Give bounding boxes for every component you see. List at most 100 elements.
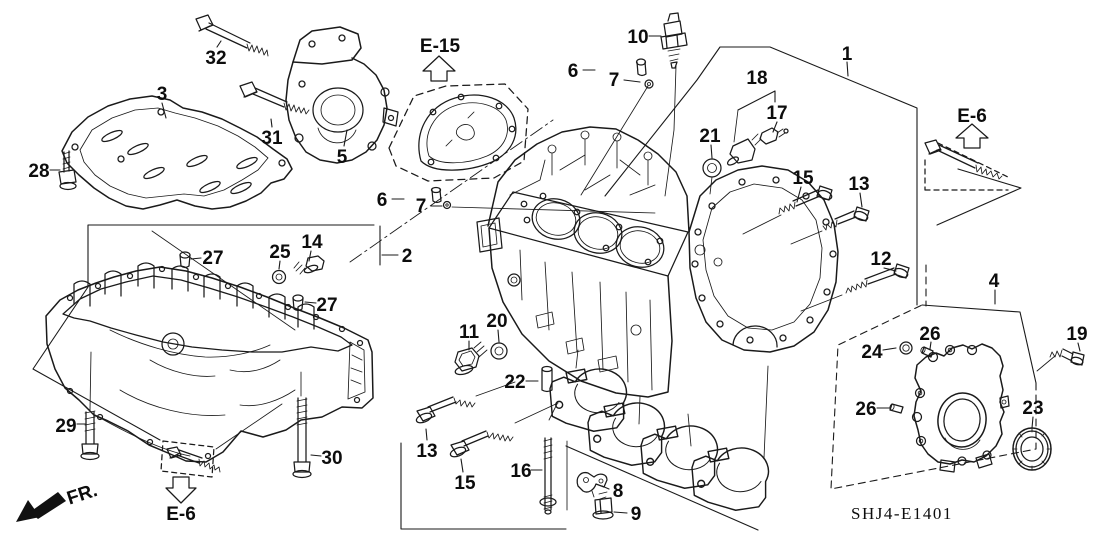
callout-leader-14 bbox=[308, 250, 312, 262]
e6-bottom-label: E-6 bbox=[166, 504, 196, 525]
callout-leader-24 bbox=[882, 347, 897, 351]
clip-27-right-drawing bbox=[292, 294, 304, 312]
callout-leader-20 bbox=[497, 329, 500, 343]
oil-pan-drawing bbox=[45, 262, 374, 463]
callout-23: 23 bbox=[1022, 398, 1043, 419]
washer-25-drawing bbox=[271, 269, 287, 285]
dowel-26-lower-drawing bbox=[889, 403, 904, 414]
callout-30: 30 bbox=[321, 448, 342, 469]
drain-bolt-11-drawing bbox=[454, 341, 488, 376]
bolt-32-drawing bbox=[195, 14, 269, 57]
bolt-15-lower-drawing bbox=[449, 402, 559, 458]
callout-leader-17 bbox=[772, 121, 778, 133]
callout-10: 10 bbox=[627, 27, 648, 48]
callout-13: 13 bbox=[848, 174, 869, 195]
callout-9: 9 bbox=[631, 504, 642, 525]
dowel-22-drawing bbox=[541, 365, 553, 393]
bearing-cap bbox=[587, 402, 666, 466]
callout-31: 31 bbox=[261, 128, 283, 149]
front-arrow-icon bbox=[16, 500, 40, 522]
callout-22: 22 bbox=[504, 372, 525, 393]
oring-24-drawing bbox=[899, 341, 913, 355]
callout-leader-5 bbox=[343, 129, 348, 147]
callout-12: 12 bbox=[870, 249, 891, 270]
callout-2: 2 bbox=[402, 246, 413, 267]
callout-leader-23 bbox=[1031, 416, 1034, 429]
up-arrow-icon bbox=[422, 55, 456, 82]
clamp-8-drawing bbox=[576, 471, 608, 498]
callout-7: 7 bbox=[609, 70, 620, 91]
callout-13: 13 bbox=[416, 441, 437, 462]
washer-21-drawing bbox=[702, 158, 722, 178]
callout-26: 26 bbox=[919, 324, 940, 345]
plug-14-drawing bbox=[293, 255, 325, 275]
bearing-cap bbox=[691, 447, 770, 511]
callout-leader-12 bbox=[883, 267, 897, 272]
callout-20: 20 bbox=[486, 311, 507, 332]
water-passage-drawing bbox=[285, 26, 399, 164]
group-boundary-cylinder-block bbox=[604, 46, 918, 306]
callout-leader-8 bbox=[601, 485, 610, 490]
bolt-13-upper-drawing bbox=[790, 206, 870, 245]
insertion-lines bbox=[451, 65, 739, 214]
dowel-26-upper-drawing bbox=[920, 346, 934, 358]
callout-27: 27 bbox=[202, 248, 223, 269]
bolt-19-drawing bbox=[1036, 348, 1085, 372]
bolt-30-drawing bbox=[292, 371, 312, 479]
water-pump-gasket-drawing bbox=[388, 83, 529, 182]
callout-24: 24 bbox=[861, 342, 883, 363]
fr-ref: FR. bbox=[16, 480, 100, 522]
callout-18: 18 bbox=[746, 68, 767, 89]
dowel-6-lower-drawing bbox=[430, 186, 442, 204]
e6-right-bolt-group bbox=[924, 139, 1022, 226]
callout-leader-9 bbox=[613, 511, 628, 514]
screw-28-drawing bbox=[58, 150, 77, 191]
sensor-10-drawing bbox=[660, 12, 688, 69]
oil-seal-plate-drawing bbox=[911, 343, 1010, 473]
callout-leader-15 bbox=[796, 186, 802, 203]
clip-27-left-drawing bbox=[179, 251, 191, 269]
callout-16: 16 bbox=[510, 461, 531, 482]
bolt-12-drawing bbox=[800, 263, 910, 312]
callout-leader-30 bbox=[310, 454, 322, 457]
washer-20-drawing bbox=[490, 342, 508, 360]
pin-7-lower-drawing bbox=[442, 200, 452, 210]
front-arrow-icon bbox=[30, 492, 66, 519]
callout-5: 5 bbox=[337, 147, 348, 168]
callout-leader-13 bbox=[859, 192, 863, 208]
callout-15: 15 bbox=[454, 473, 476, 494]
callout-28: 28 bbox=[28, 161, 49, 182]
callout-11: 11 bbox=[459, 322, 480, 343]
e6-right-label: E-6 bbox=[957, 106, 987, 127]
callout-leader-1 bbox=[846, 61, 849, 77]
bolt-15-upper-drawing bbox=[742, 185, 833, 235]
e6-right-ref: E-6 bbox=[955, 106, 989, 149]
bearing-cap bbox=[640, 425, 719, 489]
sensor-17-drawing bbox=[759, 127, 789, 145]
callout-leader-7 bbox=[623, 79, 641, 83]
bearing-cap bbox=[549, 368, 628, 432]
oil-seal-23-drawing bbox=[1012, 427, 1052, 471]
callout-leader-27 bbox=[190, 257, 202, 260]
diagram-code: SHJ4-E1401 bbox=[851, 504, 953, 523]
callout-leader-27 bbox=[304, 301, 317, 304]
callout-leader-18 bbox=[737, 90, 776, 111]
callout-7: 7 bbox=[416, 196, 427, 217]
callout-leader-21 bbox=[710, 144, 713, 159]
callout-32: 32 bbox=[205, 48, 226, 69]
callout-19: 19 bbox=[1066, 324, 1087, 345]
callout-25: 25 bbox=[269, 242, 291, 263]
cylinder-block-drawing bbox=[476, 126, 839, 398]
bearing-caps-drawing bbox=[549, 349, 770, 511]
group-boundary-bearing-caps bbox=[400, 440, 759, 531]
e15-ref: E-15 bbox=[420, 36, 460, 82]
callout-6: 6 bbox=[568, 61, 579, 82]
callout-21: 21 bbox=[699, 126, 721, 147]
pan-fastener-axis-line bbox=[151, 230, 296, 331]
callout-27: 27 bbox=[316, 295, 337, 316]
down-arrow-icon bbox=[165, 476, 197, 504]
stud-16-drawing bbox=[539, 403, 558, 515]
bolt-9-drawing bbox=[592, 491, 614, 520]
baffle-plate-drawing bbox=[61, 95, 293, 210]
